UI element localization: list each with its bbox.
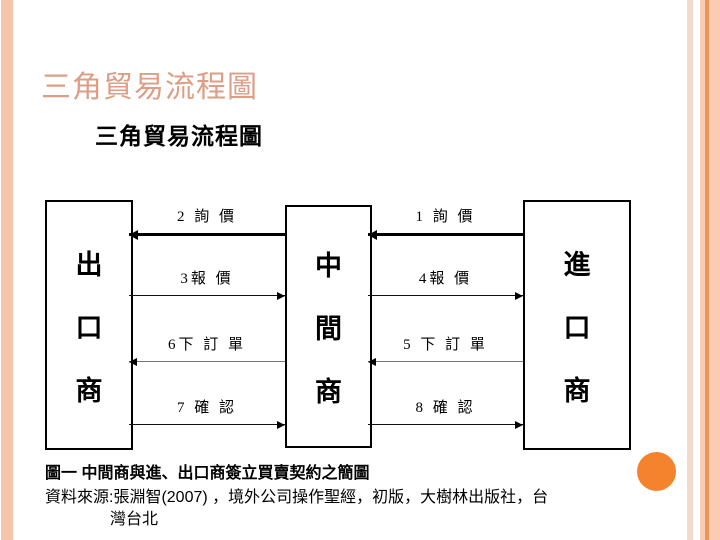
importer-char: 口 <box>563 312 591 343</box>
flow-row: 5 下 訂 單 <box>368 336 523 362</box>
source-caption-line1: 資料來源:張淵智(2007) ，境外公司操作聖經，初版，大樹林出版社，台 <box>45 489 549 506</box>
flow-label: 8 確 認 <box>415 400 476 416</box>
right-accent-stripe-dark <box>705 0 709 540</box>
slide-title: 三角貿易流程圖 <box>41 71 258 104</box>
flow-label: 6下 訂 單 <box>167 337 246 353</box>
left-arrow-icon <box>368 361 523 362</box>
flow-row: 2 詢 價 <box>129 208 285 236</box>
flow-label: 1 詢 價 <box>415 209 476 225</box>
figure-caption: 圖一 中間商與進、出口商簽立買賣契約之簡圖 <box>45 465 370 482</box>
decorative-circle <box>637 452 676 491</box>
flow-row: 1 詢 價 <box>368 208 523 236</box>
flow-row: 3報 價 <box>129 270 285 296</box>
right-accent-stripe-pale <box>687 0 693 540</box>
flow-label: 5 下 訂 單 <box>403 337 488 353</box>
flows-exporter-middleman: 2 詢 價 3報 價 6下 訂 單 7 確 認 <box>129 200 285 446</box>
exporter-char: 出 <box>75 249 103 280</box>
flow-row: 6下 訂 單 <box>129 336 285 362</box>
middleman-char: 中 <box>315 251 342 281</box>
right-accent-bar <box>700 0 720 540</box>
left-arrow-icon <box>368 233 523 236</box>
middleman-box: 中 間 商 <box>285 205 372 448</box>
flow-label: 4報 價 <box>418 271 473 287</box>
importer-box: 進 口 商 <box>523 200 631 450</box>
exporter-char: 口 <box>75 312 103 343</box>
flow-row: 8 確 認 <box>368 399 523 425</box>
left-arrow-icon <box>129 233 285 236</box>
exporter-box: 出 口 商 <box>45 200 133 450</box>
middleman-char: 商 <box>315 377 342 407</box>
diagram-title: 三角貿易流程圖 <box>95 124 263 149</box>
right-arrow-icon <box>129 424 285 425</box>
importer-char: 商 <box>563 375 591 406</box>
flows-middleman-importer: 1 詢 價 4報 價 5 下 訂 單 8 確 認 <box>368 200 523 446</box>
source-caption-line2: 灣台北 <box>110 511 159 528</box>
right-arrow-icon <box>368 295 523 296</box>
flow-row: 7 確 認 <box>129 399 285 425</box>
middleman-char: 間 <box>315 314 342 344</box>
exporter-char: 商 <box>75 375 103 406</box>
flow-row: 4報 價 <box>368 270 523 296</box>
flow-label: 2 詢 價 <box>176 209 237 225</box>
right-arrow-icon <box>129 295 285 296</box>
right-arrow-icon <box>368 424 523 425</box>
left-accent-bar <box>1 0 13 540</box>
left-arrow-icon <box>129 361 285 362</box>
flow-label: 7 確 認 <box>176 400 237 416</box>
importer-char: 進 <box>563 249 591 280</box>
flow-label: 3報 價 <box>180 271 234 287</box>
